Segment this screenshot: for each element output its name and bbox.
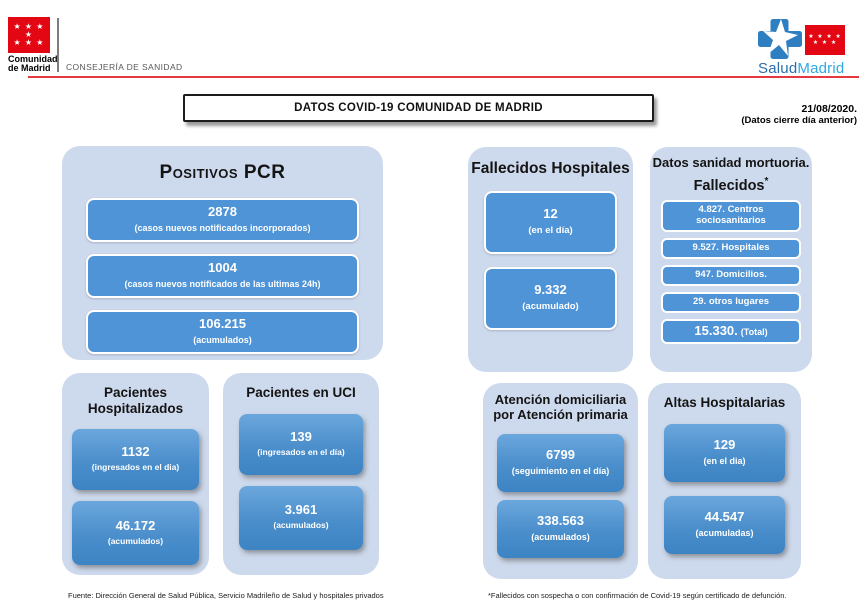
panel-title: Pacientes en UCI (246, 385, 356, 400)
brand-salud: Salud (758, 60, 798, 77)
flag-stars-icon: ★ ★ ★ (13, 38, 45, 47)
report-date-value: 21/08/2020. (801, 103, 857, 115)
mortuoria-item-centros: 4.827. Centros sociosanitarios (661, 200, 801, 233)
panel-subtitle: Fallecidos* (650, 176, 812, 195)
panel-fallecidos-hospitales: Fallecidos Hospitales 12 (en el día) 9.3… (468, 147, 633, 372)
stat-box-nuevos-incorporados: 2878 (casos nuevos notificados incorpora… (86, 197, 359, 242)
stat-box-acumuladas: 44.547 (acumuladas) (664, 495, 785, 554)
total-label: (Total) (740, 327, 768, 338)
stat-label: (ingresados en el dia) (91, 462, 180, 473)
panel-title: Pacientes Hospitalizados (87, 385, 184, 416)
stat-value: 2878 (208, 204, 237, 220)
stat-value: 12 (543, 206, 558, 222)
stat-label: (en el día) (528, 224, 573, 236)
report-date-note: (Datos cierre día anterior) (741, 115, 857, 126)
subtitle-text: Fallecidos (693, 177, 765, 194)
stat-box-acumulados: 338.563 (acumulados) (497, 499, 624, 558)
asterisk-footnote: *Fallecidos con sospecha o con confirmac… (488, 591, 787, 600)
stat-box-nuevos-24h: 1004 (casos nuevos notificados de las ul… (86, 253, 359, 298)
stat-value: 139 (290, 428, 312, 444)
stat-value: 46.172 (115, 517, 156, 533)
stat-value: 9.332 (534, 282, 567, 298)
stat-box-dia: 6799 (seguimiento en el día) (497, 433, 624, 492)
panel-title: Fallecidos Hospitales (471, 160, 630, 177)
stat-box-dia: 139 (ingresados en el día) (239, 413, 363, 475)
mortuoria-item-otros: 29. otros lugares (661, 292, 801, 314)
salud-madrid-logo: ★ ★ ★ ★ ★ ★ ★ SaludMadrid (756, 18, 856, 77)
stat-label: (en el dia) (703, 456, 746, 467)
report-date: 21/08/2020. (Datos cierre día anterior) (741, 103, 857, 126)
stat-box-acumulados: 3.961 (acumulados) (239, 485, 363, 550)
flag-stars-icon: ★ ★ ★ ★ (13, 22, 45, 39)
panel-pacientes-uci: Pacientes en UCI 139 (ingresados en el d… (223, 373, 379, 575)
brand-madrid: Madrid (797, 60, 845, 77)
brand-wordmark: SaludMadrid (758, 60, 844, 77)
stat-label: (casos nuevos notificados incorporados) (134, 223, 311, 234)
stat-box-dia: 129 (en el dia) (664, 423, 785, 482)
org-name-line1: Comunidad (8, 54, 58, 64)
department-label: CONSEJERÍA DE SANIDAD (66, 62, 183, 72)
source-footnote: Fuente: Dirección General de Salud Públi… (68, 591, 384, 600)
stat-label: (acumulados) (193, 335, 252, 346)
panel-pacientes-hospitalizados: Pacientes Hospitalizados 1132 (ingresado… (62, 373, 209, 575)
madrid-flag-small-icon: ★ ★ ★ ★ ★ ★ ★ (805, 25, 845, 55)
salud-cross-star-icon (758, 19, 802, 59)
flag-stars-icon: ★ ★ ★ ★ (808, 34, 842, 40)
header-divider-line (28, 76, 859, 78)
panel-atencion-domiciliaria: Atención domiciliaria por Atención prima… (483, 383, 638, 579)
org-name-line2: de Madrid (8, 63, 51, 74)
panel-title: Atención domiciliaria por Atención prima… (493, 392, 628, 422)
panel-title: Datos sanidad mortuoria. (652, 155, 810, 170)
flag-stars-icon: ★ ★ ★ (812, 40, 838, 46)
stat-box-acumulados: 46.172 (acumulados) (72, 501, 199, 566)
stat-value: 3.961 (284, 502, 318, 518)
org-name: Comunidad de Madrid (8, 54, 60, 74)
stat-value: 44.547 (704, 508, 745, 524)
panel-positivos-pcr: Positivos PCR 2878 (casos nuevos notific… (62, 146, 383, 360)
page-title: DATOS COVID-19 COMUNIDAD DE MADRID (183, 94, 654, 122)
stat-label: (ingresados en el día) (257, 446, 345, 457)
logo-divider (57, 18, 59, 72)
madrid-flag-icon: ★ ★ ★ ★ ★ ★ ★ (8, 17, 50, 53)
panel-altas-hospitalarias: Altas Hospitalarias 129 (en el dia) 44.5… (648, 383, 801, 579)
stat-label: (casos nuevos notificados de las ultimas… (124, 279, 321, 290)
panel-sanidad-mortuoria: Datos sanidad mortuoria. Fallecidos* 4.8… (650, 147, 812, 372)
panel-title: Positivos PCR (159, 162, 286, 183)
stat-label: (acumuladas) (695, 528, 754, 539)
stat-label: (acumulado) (522, 300, 579, 312)
stat-label: (acumulados) (531, 532, 590, 543)
mortuoria-item-hospitales: 9.527. Hospitales (661, 238, 801, 260)
stat-box-dia: 12 (en el día) (484, 190, 617, 254)
stat-box-dia: 1132 (ingresados en el dia) (72, 429, 199, 491)
stat-value: 129 (713, 436, 736, 452)
asterisk-mark: * (764, 175, 769, 187)
total-value: 15.330. (694, 323, 738, 339)
stat-label: (seguimiento en el día) (511, 466, 610, 477)
stat-value: 338.563 (537, 513, 584, 529)
stat-box-acumulado: 9.332 (acumulado) (484, 266, 617, 330)
stat-value: 106.215 (199, 316, 246, 332)
stat-value: 6799 (546, 447, 575, 463)
mortuoria-item-domicilios: 947. Domicilios. (661, 265, 801, 287)
mortuoria-total: 15.330.(Total) (661, 319, 801, 344)
stat-box-acumulados: 106.215 (acumulados) (86, 309, 359, 354)
stat-label: (acumulados) (107, 535, 164, 546)
stat-label: (acumulados) (273, 520, 329, 531)
stat-value: 1004 (208, 260, 237, 276)
stat-value: 1132 (121, 444, 150, 460)
panel-title: Altas Hospitalarias (663, 395, 786, 410)
